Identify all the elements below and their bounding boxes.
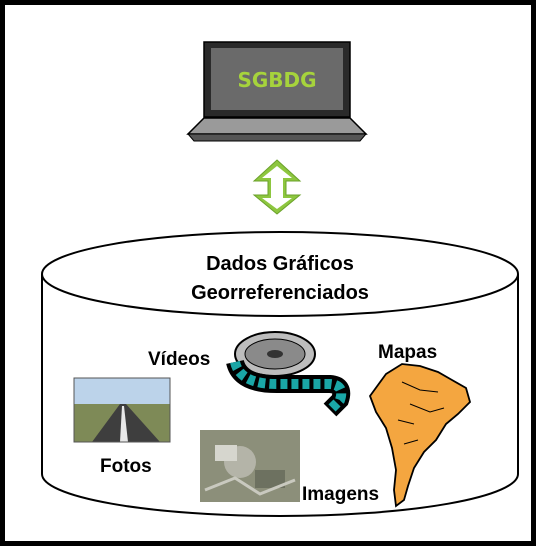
laptop-icon: SGBDG — [186, 41, 368, 142]
laptop-screen — [211, 48, 343, 110]
laptop-screen-label: SGBDG — [237, 68, 316, 92]
label-mapas: Mapas — [378, 342, 437, 363]
bidirectional-arrow-icon — [252, 159, 302, 215]
film-reel-icon — [226, 331, 351, 417]
database-title-line1: Dados Gráficos — [206, 253, 354, 275]
satellite-image — [200, 430, 300, 502]
label-fotos: Fotos — [100, 456, 152, 477]
label-videos: Vídeos — [148, 349, 210, 370]
database-title-line2: Georreferenciados — [191, 282, 369, 304]
road-photo — [73, 377, 171, 443]
label-imagens: Imagens — [302, 484, 379, 505]
south-america-map-icon — [368, 363, 472, 508]
